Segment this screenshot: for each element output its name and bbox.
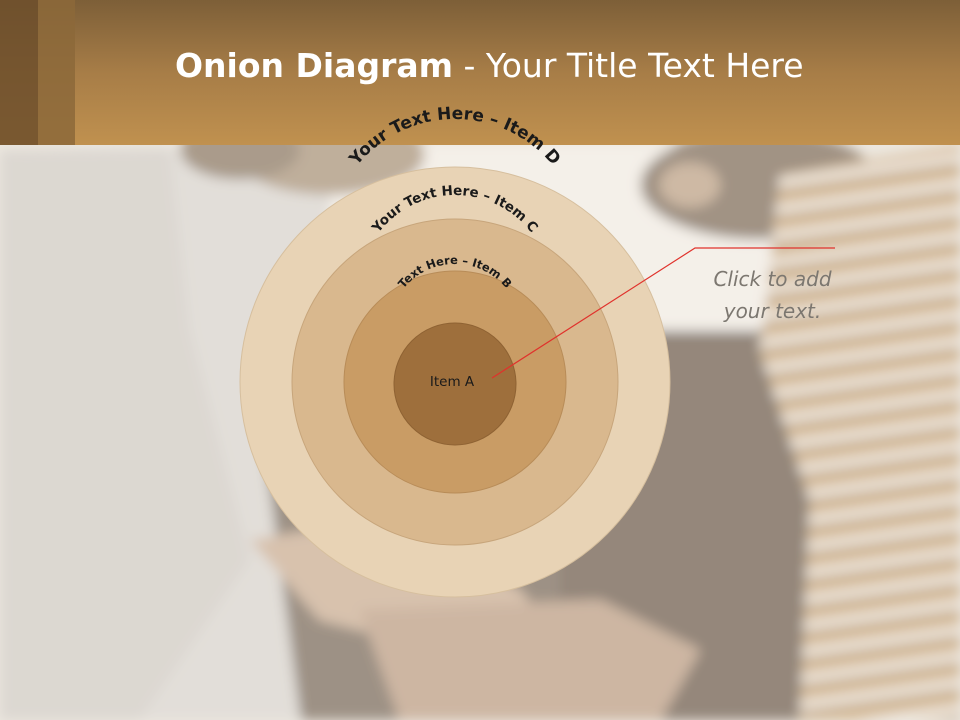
ring-item-a[interactable] <box>393 322 517 446</box>
header-accent-stripe <box>0 0 38 145</box>
ring-label-a: Item A <box>430 374 475 390</box>
callout-text[interactable]: Click to add your text. <box>690 263 855 327</box>
slide-title[interactable]: Onion Diagram - Your Title Text Here <box>175 46 804 85</box>
callout-line-1: Click to add <box>713 267 832 291</box>
title-bar: Onion Diagram - Your Title Text Here <box>0 0 960 145</box>
callout-line <box>491 247 835 379</box>
title-bold: Onion Diagram <box>175 46 454 85</box>
ring-label-d: Your Text Here – Item D <box>345 104 564 170</box>
header-accent-stripe-2 <box>38 0 75 145</box>
title-rest: - Your Title Text Here <box>453 46 804 85</box>
callout-line-2: your text. <box>723 299 822 323</box>
